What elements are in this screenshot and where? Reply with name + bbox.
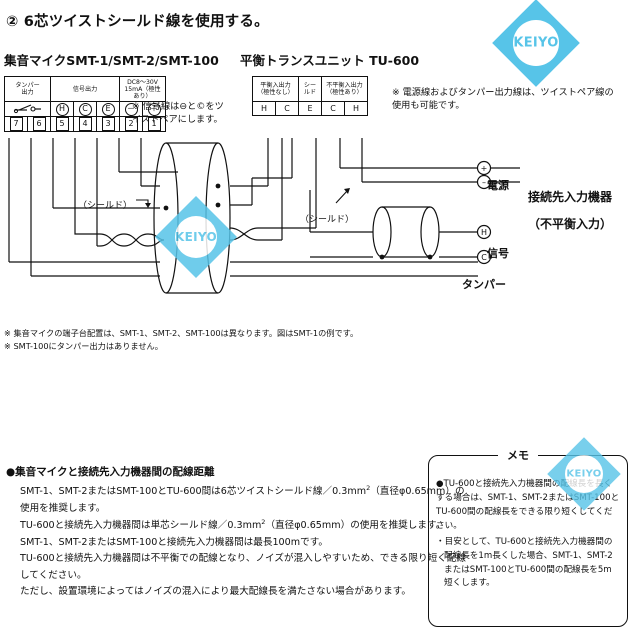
tu-terminal-e: E xyxy=(298,101,322,116)
memo-body: ●TU-600と接続先入力機器間の配線長を長くする場合は、SMT-1、SMT-2… xyxy=(436,478,620,593)
label-signal: 信号 xyxy=(487,247,509,260)
mic-terminal-7: 7 xyxy=(4,116,28,133)
mic-symbol-tamper-contact xyxy=(4,100,51,118)
cable-end-right xyxy=(205,142,231,294)
wiring-distance-line-7: ただし、設置環境によってはノイズの混入により最大配線長を満たさない場合があります… xyxy=(20,586,411,598)
memo-paragraph-1: ●TU-600と接続先入力機器間の配線長を長くする場合は、SMT-1、SMT-2… xyxy=(436,479,620,531)
label-power: 電源 xyxy=(487,179,509,192)
label-destination-device: 接続先入力機器 xyxy=(528,190,613,204)
tu-device-title: 平衡トランスユニット TU-600 xyxy=(240,53,420,68)
single-core-cable-left xyxy=(372,206,392,258)
shield-label-right: （シールド） xyxy=(300,215,355,225)
page-title: ② 6芯ツイストシールド線を使用する。 xyxy=(6,14,269,30)
svg-text:+: + xyxy=(481,164,488,173)
mic-terminal-1: 1 xyxy=(142,116,166,133)
single-core-cable-right xyxy=(420,206,440,258)
mic-symbol-e: E xyxy=(96,100,120,118)
svg-text:C: C xyxy=(481,253,487,262)
right-terminal-glyphs: + – H C xyxy=(481,164,488,262)
label-tamper: タンパー xyxy=(462,278,506,291)
tu-terminal-h2: H xyxy=(344,101,368,116)
wire-cross-a xyxy=(229,227,316,241)
diagram-footnotes: ※ 集音マイクの端子台配置は、SMT-1、SMT-2、SMT-100は異なります… xyxy=(4,327,358,352)
memo-title: メモ xyxy=(498,447,538,463)
mic-group-signal: 信号出力 xyxy=(50,76,120,102)
cable-end-left xyxy=(153,142,179,294)
footnote-1: ※ 集音マイクの端子台配置は、SMT-1、SMT-2、SMT-100は異なります… xyxy=(4,328,359,338)
tamper-switch-icon xyxy=(13,104,41,114)
wiring-distance-line-6: してください。 xyxy=(20,569,87,581)
terminal-power-minus xyxy=(476,174,492,190)
tu-terminal-c2: C xyxy=(321,101,345,116)
shield-arrows xyxy=(136,188,350,208)
terminal-signal-c xyxy=(476,249,492,265)
tu-group-balanced: 平衡入出力（極性なし） xyxy=(252,76,299,102)
mic-device-title: 集音マイクSMT-1/SMT-2/SMT-100 xyxy=(4,53,219,68)
junction-dots xyxy=(163,183,433,260)
wiring-diagram: + – H C xyxy=(8,138,520,294)
wiring-distance-line-5: TU-600と接続先入力機器間は不平衡での配線となり、ノイズが混入しやすいため、… xyxy=(20,553,466,565)
tu-terminal-table: 平衡入出力（極性なし） シールド 不平衡入出力（極性あり） H C E C H xyxy=(252,76,368,116)
mic-terminal-4: 4 xyxy=(73,116,97,133)
mic-terminal-2: 2 xyxy=(119,116,143,133)
mic-symbol-c: C xyxy=(73,100,97,118)
terminal-power-plus xyxy=(476,160,492,176)
mic-symbol-minus: － xyxy=(119,100,143,118)
wire-run-4 xyxy=(74,229,100,235)
tu-group-header-row: 平衡入出力（極性なし） シールド 不平衡入出力（極性あり） xyxy=(252,76,368,102)
footnote-2: ※ SMT-100にタンパー出力はありません。 xyxy=(4,340,163,351)
mic-symbol-row: H C E － ＋ xyxy=(4,100,166,118)
wiring-distance-line-2: 使用を推奨します。 xyxy=(20,502,106,514)
label-destination-device-type: （不平衡入力） xyxy=(528,217,613,231)
terminal-signal-h xyxy=(476,224,492,240)
wiring-distance-line-1: SMT-1、SMT-2またはSMT-100とTU-600間は6芯ツイストシールド… xyxy=(20,484,465,498)
tu-symbol-row: H C E C H xyxy=(252,101,368,116)
memo-paragraph-2: ・目安として、TU-600と接続先入力機器間の配線長を1m長くした場合、SMT-… xyxy=(436,536,613,589)
mic-symbol-plus: ＋ xyxy=(142,100,166,118)
shield-label-left: （シールド） xyxy=(78,201,133,211)
svg-text:H: H xyxy=(481,228,487,237)
wiring-distance-heading: ●集音マイクと接続先入力機器間の配線距離 xyxy=(6,466,215,478)
svg-text:–: – xyxy=(482,178,486,187)
right-terminal-circles xyxy=(476,160,492,265)
wiring-distance-section: ●集音マイクと接続先入力機器間の配線距離 SMT-1、SMT-2またはSMT-1… xyxy=(6,464,466,601)
wiring-distance-line-4: SMT-1、SMT-2またはSMT-100と接続先入力機器間は最長100mです。 xyxy=(20,536,328,548)
wiring-distance-line-3: TU-600と接続先入力機器間は単芯シールド線／0.3mm2（直径φ0.65mm… xyxy=(20,518,446,532)
note-signal-twist: ※ 信号線は⊖と©をツイストペアにします。 xyxy=(132,101,224,126)
mic-number-row: 7 6 5 4 3 2 1 xyxy=(4,116,166,133)
mic-terminal-6: 6 xyxy=(27,116,51,133)
tu-terminal-c1: C xyxy=(275,101,299,116)
note-power-twist: ※ 電源線およびタンパー出力線は、ツイストペア線の使用も可能です。 xyxy=(392,87,614,112)
mic-symbol-h: H xyxy=(50,100,74,118)
